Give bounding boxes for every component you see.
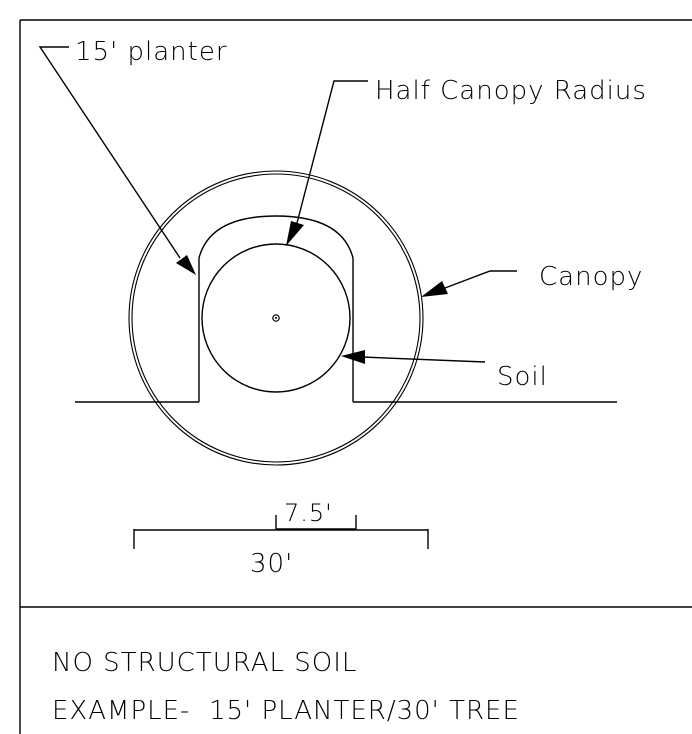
leader-canopy <box>421 270 517 297</box>
label-planter: 15' planter <box>75 37 228 67</box>
leader-half-canopy-radius <box>286 80 368 246</box>
soil-circle <box>201 243 351 393</box>
label-canopy: Canopy <box>539 262 643 292</box>
dimension-inner-label: 7.5' <box>284 499 333 527</box>
tree-center-point <box>272 314 280 322</box>
drawing-border <box>19 19 692 734</box>
label-soil: Soil <box>497 362 548 392</box>
dimension-inner <box>275 515 357 530</box>
title-line-2: EXAMPLE- 15' PLANTER/30' TREE <box>52 696 520 726</box>
leader-soil <box>341 350 486 364</box>
label-half-canopy-radius: Half Canopy Radius <box>375 76 647 106</box>
canopy-circle <box>128 170 424 466</box>
leader-planter <box>38 46 196 275</box>
planter-outline <box>198 215 354 402</box>
dimension-outer-label: 30' <box>250 549 293 579</box>
dimension-outer <box>133 529 429 549</box>
title-line-1: NO STRUCTURAL SOIL <box>52 648 357 678</box>
